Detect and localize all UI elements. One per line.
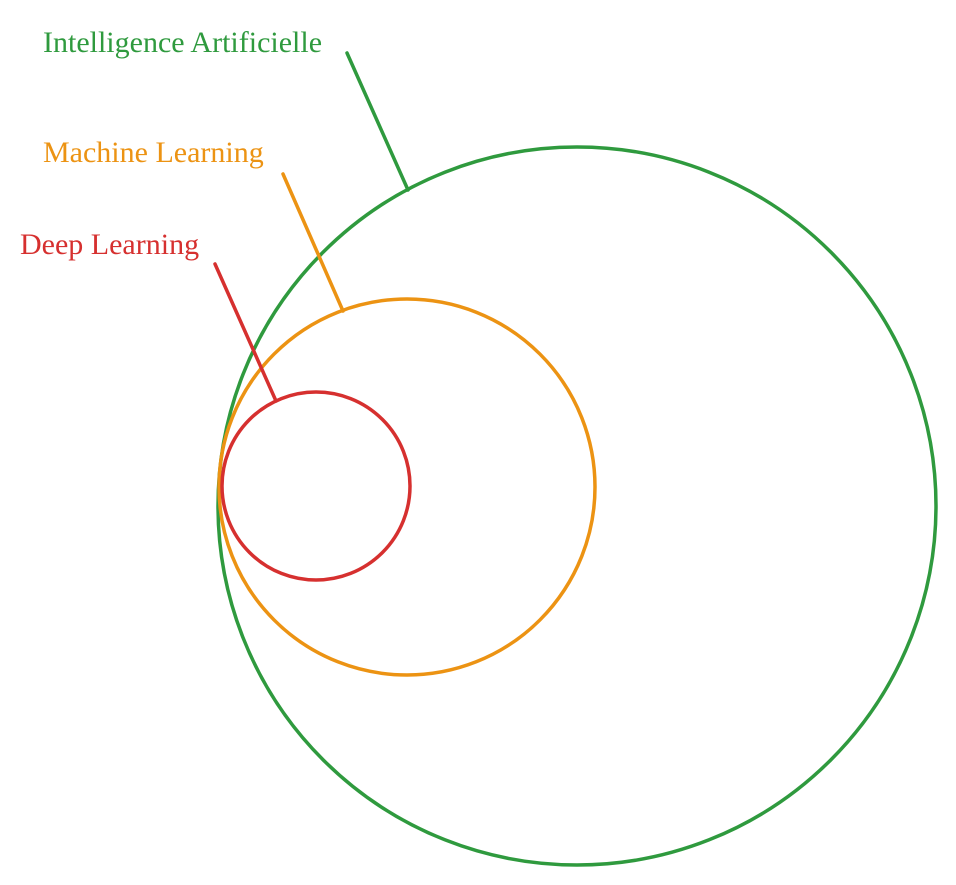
dl-circle <box>220 390 412 582</box>
dl-leader-line <box>213 262 278 403</box>
ai-circle <box>216 145 938 867</box>
ml-label: Machine Learning <box>43 136 264 169</box>
dl-label: Deep Learning <box>20 228 199 261</box>
ml-circle <box>217 297 597 677</box>
ai-leader-line <box>345 51 410 192</box>
ml-leader-line <box>281 172 345 313</box>
ai-label: Intelligence Artificielle <box>43 26 322 59</box>
